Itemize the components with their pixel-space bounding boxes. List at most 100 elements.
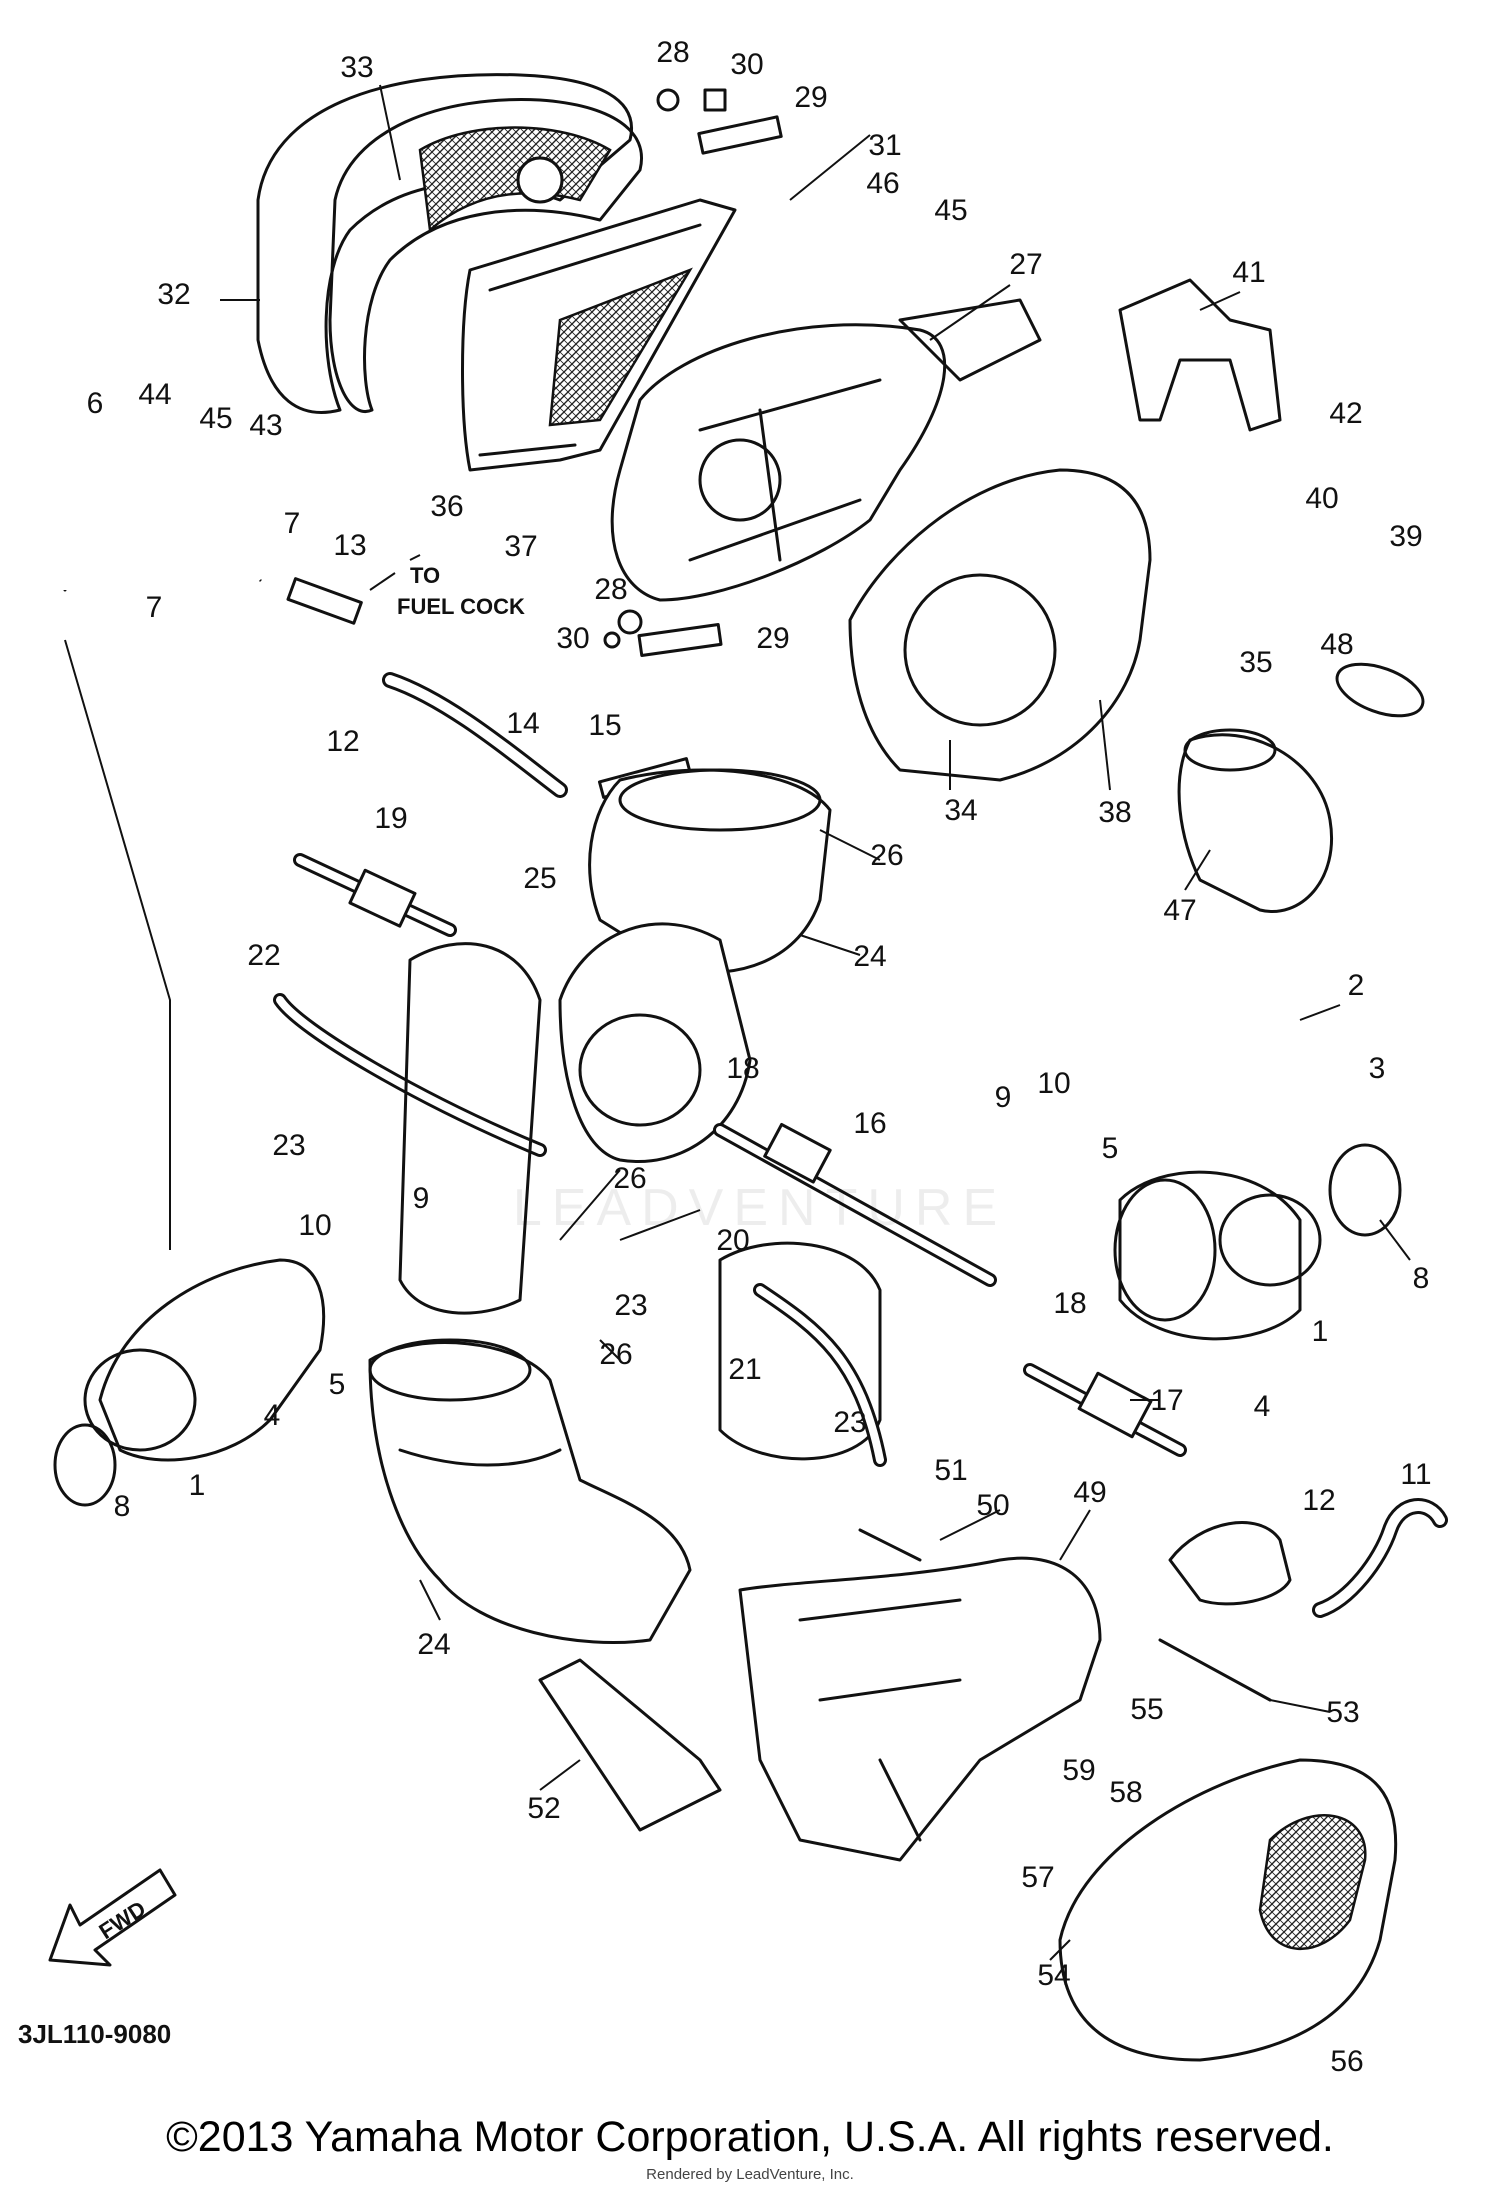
part-label-16: 16 [853,1107,886,1140]
part-label-42: 42 [1329,397,1362,430]
part-label-13: 13 [333,529,366,562]
part-label-1: 1 [189,1469,206,1502]
part-label-38: 38 [1098,796,1131,829]
part-label-10: 10 [1037,1067,1070,1100]
hose-14 [382,672,568,798]
part-label-25: 25 [523,862,556,895]
part-label-34: 34 [944,794,977,827]
o-ring-8-left [53,1423,117,1507]
part-label-24: 24 [417,1628,450,1661]
part-label-19: 19 [374,802,407,835]
fuel-cock-note: TO FUEL COCK [369,563,525,619]
part-label-39: 39 [1389,520,1422,553]
part-label-26: 26 [599,1338,632,1371]
part-label-9: 9 [413,1182,430,1215]
part-label-6: 6 [87,387,104,420]
bracket-41 [1118,278,1282,432]
part-label-4: 4 [1254,1390,1271,1423]
part-label-57: 57 [1021,1861,1054,1894]
part-label-1: 1 [1312,1315,1329,1348]
part-label-8: 8 [114,1490,131,1523]
part-label-45: 45 [199,402,232,435]
cover-34 [848,468,1152,782]
watermark: LEADVENTURE [512,1179,1008,1237]
part-label-3: 3 [1369,1052,1386,1085]
part-label-29: 29 [794,81,827,114]
part-label-24: 24 [853,940,886,973]
part-label-54: 54 [1037,1959,1070,1992]
filter-19 [293,853,457,937]
part-label-53: 53 [1326,1696,1359,1729]
part-label-18: 18 [1053,1287,1086,1320]
part-label-12: 12 [1302,1484,1335,1517]
joint-13 [286,577,363,625]
bolt-50 [858,1528,922,1562]
side-cover-54 [1058,1758,1398,2062]
part-label-56: 56 [1330,2045,1363,2078]
carb-joint-left [83,1258,326,1462]
part-label-51: 51 [934,1454,967,1487]
carb-joint-right [1113,1170,1322,1341]
air-cleaner-case [610,298,1042,602]
part-label-12: 12 [326,725,359,758]
part-label-26: 26 [870,839,903,872]
hose-6 [60,428,264,592]
hose-11 [1312,1498,1448,1618]
catalog-code: 3JL110-9080 [18,2019,171,2049]
hose-22 [273,993,547,1157]
filter-17 [1023,1363,1187,1457]
filter-16 [713,1122,997,1287]
part-label-35: 35 [1239,646,1272,679]
part-label-37: 37 [504,530,537,563]
fuel-cock-note-line1: TO [410,563,440,588]
air-filter-element [461,198,737,472]
copyright-notice: ©2013 Yamaha Motor Corporation, U.S.A. A… [166,2113,1334,2161]
part-label-23: 23 [272,1129,305,1162]
part-label-23: 23 [614,1289,647,1322]
air-duct-joint-47 [1177,728,1333,913]
part-label-21: 21 [728,1353,761,1386]
part-label-46: 46 [866,167,899,200]
duct-24-upper [588,768,832,974]
part-label-59: 59 [1062,1754,1095,1787]
clamp-48 [1335,662,1425,718]
part-label-32: 32 [157,278,190,311]
part-label-41: 41 [1232,256,1265,289]
part-label-36: 36 [430,490,463,523]
fuel-cock-note-line2: FUEL COCK [397,594,525,619]
part-label-29: 29 [756,622,789,655]
part-label-55: 55 [1130,1693,1163,1726]
part-label-48: 48 [1320,628,1353,661]
part-label-2: 2 [1348,969,1365,1002]
part-label-18: 18 [726,1052,759,1085]
part-label-33: 33 [340,51,373,84]
bracket-top [656,88,783,155]
duct-24-lower [368,1338,692,1644]
part-label-43: 43 [249,409,282,442]
part-label-7: 7 [284,507,301,540]
joint-right-lower [1168,1521,1292,1606]
part-label-30: 30 [730,48,763,81]
part-label-44: 44 [138,378,171,411]
element-cap-and-gasket [328,98,643,413]
bolt-53 [1158,1638,1272,1702]
part-label-5: 5 [329,1368,346,1401]
rendered-by-credit: Rendered by LeadVenture, Inc. [646,2166,854,2183]
part-label-9: 9 [995,1081,1012,1114]
part-label-20: 20 [716,1224,749,1257]
part-label-31: 31 [868,129,901,162]
part-label-14: 14 [506,707,539,740]
part-label-7: 7 [146,591,163,624]
part-label-30: 30 [556,622,589,655]
part-label-40: 40 [1305,482,1338,515]
part-label-49: 49 [1073,1476,1106,1509]
part-label-47: 47 [1163,894,1196,927]
carb-block-outline [398,942,882,1461]
part-label-50: 50 [976,1489,1009,1522]
part-label-58: 58 [1109,1776,1142,1809]
part-label-27: 27 [1009,248,1042,281]
part-label-45: 45 [934,194,967,227]
fwd-arrow: FWD [48,1868,177,1967]
